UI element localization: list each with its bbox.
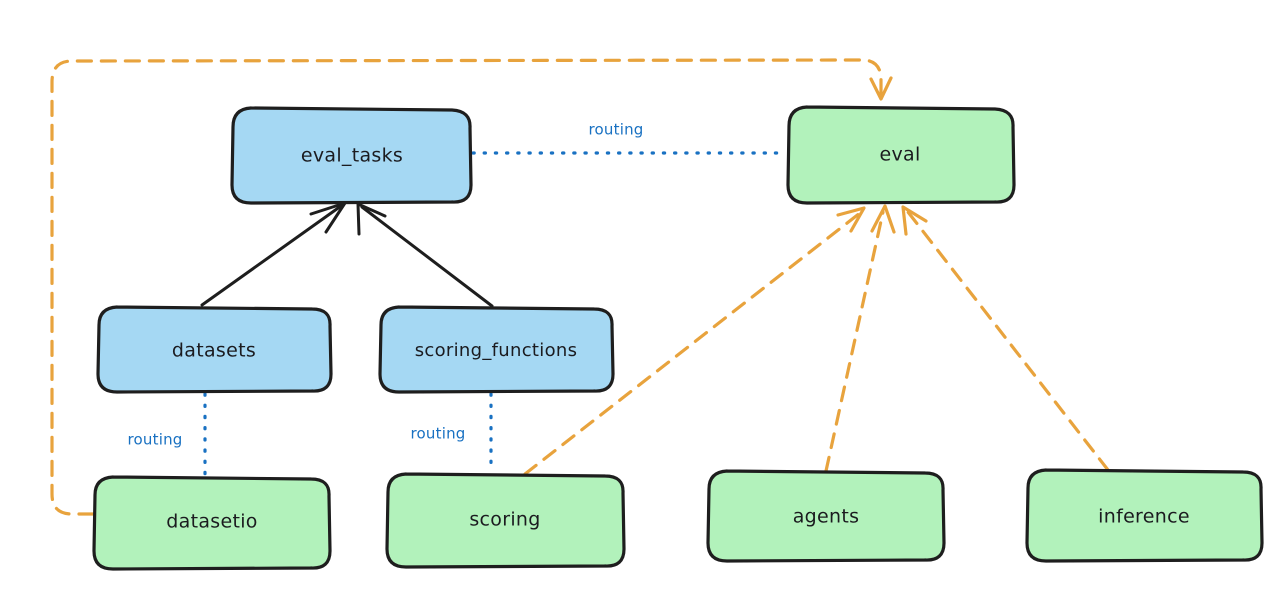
node-label-scoring: scoring <box>469 509 540 531</box>
edge-scoring-functions-eval-tasks <box>356 202 494 308</box>
node-datasetio[interactable]: datasetio <box>92 475 332 571</box>
node-label-datasetio: datasetio <box>166 511 257 533</box>
node-datasets[interactable]: datasets <box>96 305 333 394</box>
node-eval-tasks[interactable]: eval_tasks <box>230 106 473 205</box>
node-eval[interactable]: eval <box>786 105 1016 205</box>
edge-datasetio-eval <box>50 58 893 516</box>
edge-eval-tasks-eval: routing <box>471 121 787 155</box>
node-label-eval-tasks: eval_tasks <box>301 145 403 167</box>
node-label-eval: eval <box>879 144 920 166</box>
node-inference[interactable]: inference <box>1025 468 1264 563</box>
edge-label-routing-eval-tasks: routing <box>589 121 644 139</box>
node-label-scoring-functions: scoring_functions <box>415 340 578 361</box>
node-label-agents: agents <box>793 506 860 528</box>
edge-datasets-eval-tasks <box>200 201 347 307</box>
edge-agents-eval <box>824 204 896 473</box>
node-label-inference: inference <box>1098 506 1190 528</box>
edge-label-routing-datasets: routing <box>128 431 183 449</box>
edge-scoring-functions-scoring: routing <box>411 392 493 473</box>
edge-inference-eval <box>901 205 1110 472</box>
node-scoring-functions[interactable]: scoring_functions <box>378 305 615 394</box>
node-agents[interactable]: agents <box>706 469 946 563</box>
node-scoring[interactable]: scoring <box>385 472 626 569</box>
edge-datasets-datasetio: routing <box>128 392 207 476</box>
node-label-datasets: datasets <box>172 340 256 362</box>
edge-scoring-eval <box>523 206 866 476</box>
edge-label-routing-scoring-functions: routing <box>411 425 466 443</box>
